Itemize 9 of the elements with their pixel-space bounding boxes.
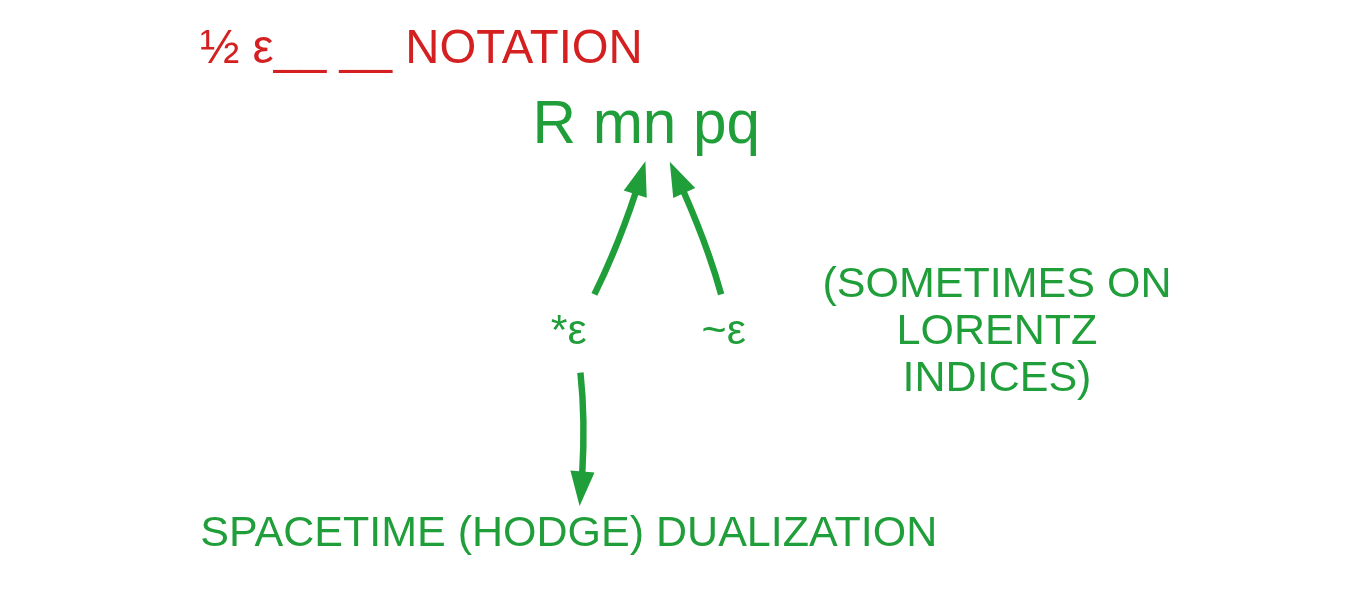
diagram-title: ½ ε__ __ NOTATION bbox=[199, 20, 643, 74]
node-text: R mn pq bbox=[531, 87, 760, 156]
arrow bbox=[569, 372, 594, 506]
node-text: SPACETIME (HODGE) DUALIZATION bbox=[199, 507, 937, 556]
arrow bbox=[669, 161, 724, 296]
node-label: (SOMETIMES ON LORENTZ INDICES) bbox=[822, 257, 1171, 401]
arrow bbox=[591, 161, 647, 296]
node-text: ~ε bbox=[701, 304, 746, 353]
node-text: *ε bbox=[550, 304, 587, 353]
